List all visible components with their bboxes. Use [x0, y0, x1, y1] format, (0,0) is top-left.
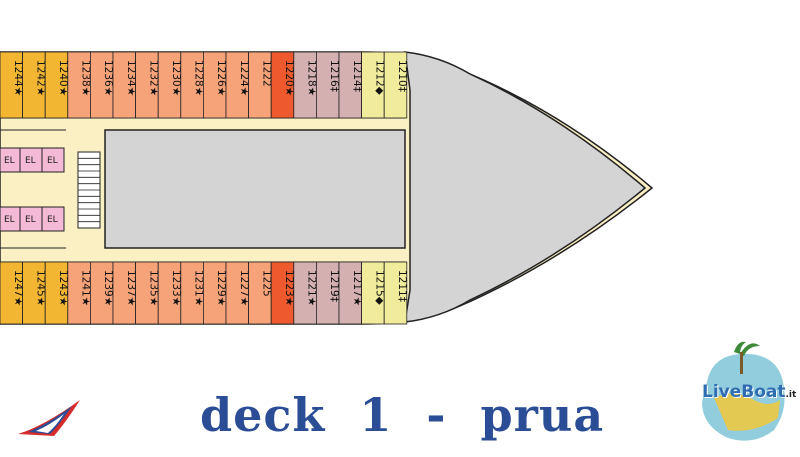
cabin-1210[interactable]: 1210‡	[383, 51, 408, 119]
cabin-box	[383, 51, 408, 119]
cabin-1239[interactable]: 1239★	[90, 261, 114, 325]
carnival-logo	[18, 400, 80, 436]
cabin-1224[interactable]: 1224★	[225, 51, 250, 119]
bow-area	[404, 51, 647, 323]
cabin-label: 1244★	[12, 60, 24, 96]
cabin-1221[interactable]: 1221★	[293, 261, 318, 325]
cabin-label: 1234★	[125, 60, 137, 96]
cabin-1220[interactable]: 1220★	[270, 51, 295, 119]
liveboat-tld: .it	[785, 390, 797, 400]
cabin-label: 1238★	[80, 60, 92, 96]
stairs	[77, 151, 101, 229]
cabin-label: 1217★	[351, 270, 363, 306]
cabin-row-bottom: 1247★ 1245★ 1243★ 1241★ 1239★ 1237★ 1235★ 1233★…	[0, 261, 408, 325]
cabin-1211[interactable]: 1211‡	[383, 261, 408, 325]
elevator	[41, 147, 65, 173]
elevator-bank-top: EL EL EL	[0, 147, 65, 173]
cabin-label: 1243★	[57, 270, 69, 306]
elevator-label: EL	[25, 156, 36, 166]
elevator-label: EL	[25, 215, 36, 225]
cabin-label: 1228★	[193, 60, 205, 96]
cabin-label: 1230★	[170, 60, 182, 96]
cabin-1244[interactable]: 1244★	[0, 51, 24, 119]
elevator-bank-bottom: EL EL EL	[0, 206, 65, 232]
cabin-label: 1215◆	[373, 270, 385, 306]
cabin-1241[interactable]: 1241★	[67, 261, 92, 325]
cabin-label: 1229★	[215, 270, 227, 306]
cabin-1233[interactable]: 1233★	[157, 261, 182, 325]
cabin-label: 1221★	[306, 270, 318, 306]
cabin-1238[interactable]: 1238★	[67, 51, 92, 119]
cabin-1232[interactable]: 1232★	[135, 51, 160, 119]
cabin-label: 1247★	[12, 270, 24, 306]
elevator	[41, 206, 65, 232]
elevator-label: EL	[4, 156, 15, 166]
cabin-1235[interactable]: 1235★	[135, 261, 160, 325]
cabin-box	[383, 261, 408, 325]
cabin-1237[interactable]: 1237★	[112, 261, 137, 325]
cabin-label: 1211‡	[396, 270, 408, 302]
cabin-label: 1226★	[215, 60, 227, 96]
cabin-label: 1239★	[102, 270, 114, 306]
liveboat-brand: LiveBoat	[702, 382, 786, 402]
liveboat-brand-text: LiveBoat.it	[702, 382, 796, 402]
cabin-label: 1240★	[57, 60, 69, 96]
central-hall	[104, 129, 406, 249]
liveboat-logo	[702, 341, 785, 441]
cabin-label: 1218★	[306, 60, 318, 96]
cabin-label: 1223★	[283, 270, 295, 306]
cabin-label: 1222	[260, 60, 272, 87]
elevator-label: EL	[4, 215, 15, 225]
cabin-1231[interactable]: 1231★	[180, 261, 205, 325]
cabin-label: 1241★	[80, 270, 92, 306]
cabin-1217[interactable]: 1217★	[338, 261, 363, 325]
cabin-1227[interactable]: 1227★	[225, 261, 250, 325]
cabin-label: 1214‡	[351, 60, 363, 92]
cabin-label: 1212◆	[373, 60, 385, 96]
cabin-label: 1231★	[193, 270, 205, 306]
cabin-1222[interactable]: 1222	[248, 51, 273, 119]
cabin-label: 1219‡	[328, 270, 340, 302]
cabin-1230[interactable]: 1230★	[157, 51, 182, 119]
cabin-label: 1220★	[283, 60, 295, 96]
cabin-label: 1210‡	[396, 60, 408, 92]
cabin-label: 1235★	[147, 270, 159, 306]
elevator-label: EL	[47, 215, 58, 225]
cabin-1223[interactable]: 1223★	[270, 261, 295, 325]
cabin-1212[interactable]: 1212◆	[361, 51, 386, 119]
cabin-1226[interactable]: 1226★	[202, 51, 227, 119]
cabin-1219[interactable]: 1219‡	[315, 261, 340, 325]
cabin-1245[interactable]: 1245★	[22, 261, 47, 325]
cabin-1216[interactable]: 1216‡	[315, 51, 340, 119]
cabin-1236[interactable]: 1236★	[90, 51, 114, 119]
cabin-label: 1236★	[102, 60, 114, 96]
cabin-1225[interactable]: 1225	[248, 261, 273, 325]
cabin-1215[interactable]: 1215◆	[361, 261, 386, 325]
cabin-1214[interactable]: 1214‡	[338, 51, 363, 119]
cabin-label: 1245★	[34, 270, 46, 306]
cabin-1240[interactable]: 1240★	[44, 51, 69, 119]
deck-title: deck 1 - prua	[200, 388, 605, 442]
cabin-1243[interactable]: 1243★	[44, 261, 69, 325]
cabin-label: 1233★	[170, 270, 182, 306]
cabin-label: 1232★	[147, 60, 159, 96]
cabin-label: 1227★	[238, 270, 250, 306]
cabin-label: 1224★	[238, 60, 250, 96]
cabin-1228[interactable]: 1228★	[180, 51, 205, 119]
cabin-label: 1216‡	[328, 60, 340, 92]
cabin-label: 1242★	[34, 60, 46, 96]
cabin-1218[interactable]: 1218★	[293, 51, 318, 119]
cabin-1242[interactable]: 1242★	[22, 51, 47, 119]
cabin-row-top: 1244★ 1242★ 1240★ 1238★ 1236★ 1234★ 1232★ 1230★…	[0, 51, 408, 119]
cabin-1229[interactable]: 1229★	[202, 261, 227, 325]
cabin-label: 1237★	[125, 270, 137, 306]
cabin-1234[interactable]: 1234★	[112, 51, 137, 119]
cabin-label: 1225	[260, 270, 272, 297]
elevator-label: EL	[47, 156, 58, 166]
cabin-1247[interactable]: 1247★	[0, 261, 24, 325]
